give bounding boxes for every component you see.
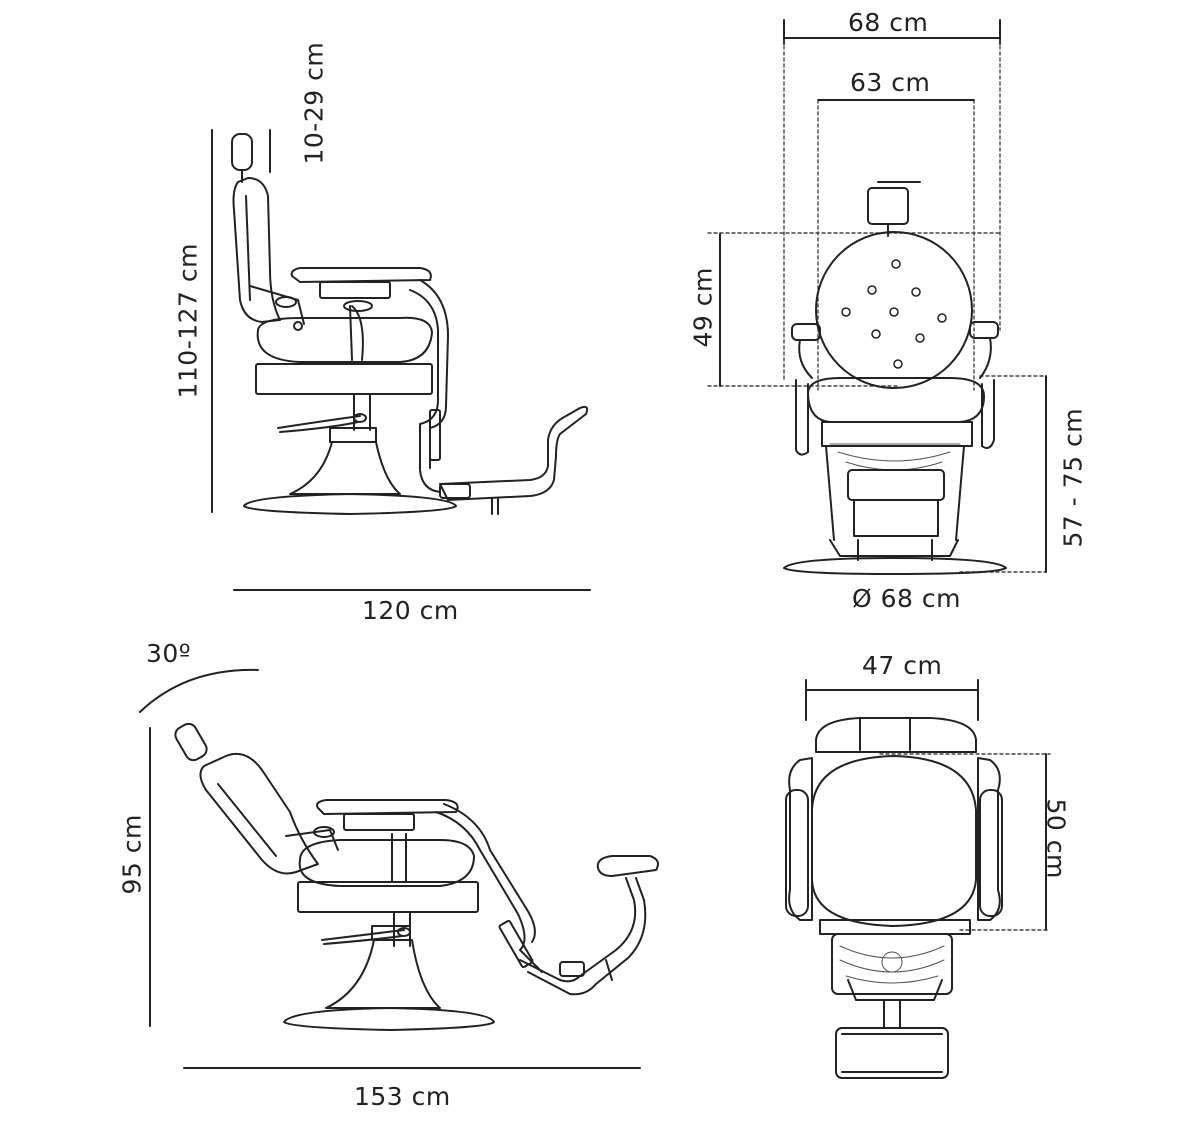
front-view	[707, 19, 1047, 575]
length-label: 120 cm	[362, 596, 459, 625]
seat-height-label: 57 - 75 cm	[1058, 407, 1088, 548]
reclined-length-label: 153 cm	[354, 1082, 451, 1111]
width-outer-label: 68 cm	[848, 8, 929, 37]
seat-base	[255, 363, 433, 395]
headrest-adjust-label: 10-29 cm	[299, 41, 329, 165]
reclined-backrest	[199, 752, 319, 875]
base-diameter-label: Ø 68 cm	[852, 584, 961, 613]
top-depth-label: 50 cm	[1041, 798, 1071, 879]
headrest	[231, 133, 253, 171]
top-view	[785, 679, 1051, 1079]
front-base-disc	[783, 557, 1007, 575]
recline-angle-label: 30º	[146, 639, 192, 668]
reclined-height-label: 95 cm	[117, 814, 147, 895]
top-seat	[811, 755, 977, 927]
round-backrest	[815, 231, 973, 389]
width-inner-label: 63 cm	[850, 68, 931, 97]
front-headrest	[867, 187, 909, 225]
side-view-upright	[211, 129, 591, 591]
angle-arc	[139, 668, 259, 713]
armrest	[290, 267, 432, 283]
footrest	[439, 405, 589, 501]
reclined-headrest	[174, 722, 208, 762]
backrest	[232, 177, 281, 323]
back-height-label: 49 cm	[688, 267, 718, 348]
height-label: 110-127 cm	[173, 242, 203, 399]
base-disc	[243, 493, 457, 515]
seat-cushion	[256, 316, 433, 363]
front-seat	[807, 377, 985, 423]
top-width-label: 47 cm	[862, 651, 943, 680]
side-view-reclined	[139, 668, 659, 1069]
